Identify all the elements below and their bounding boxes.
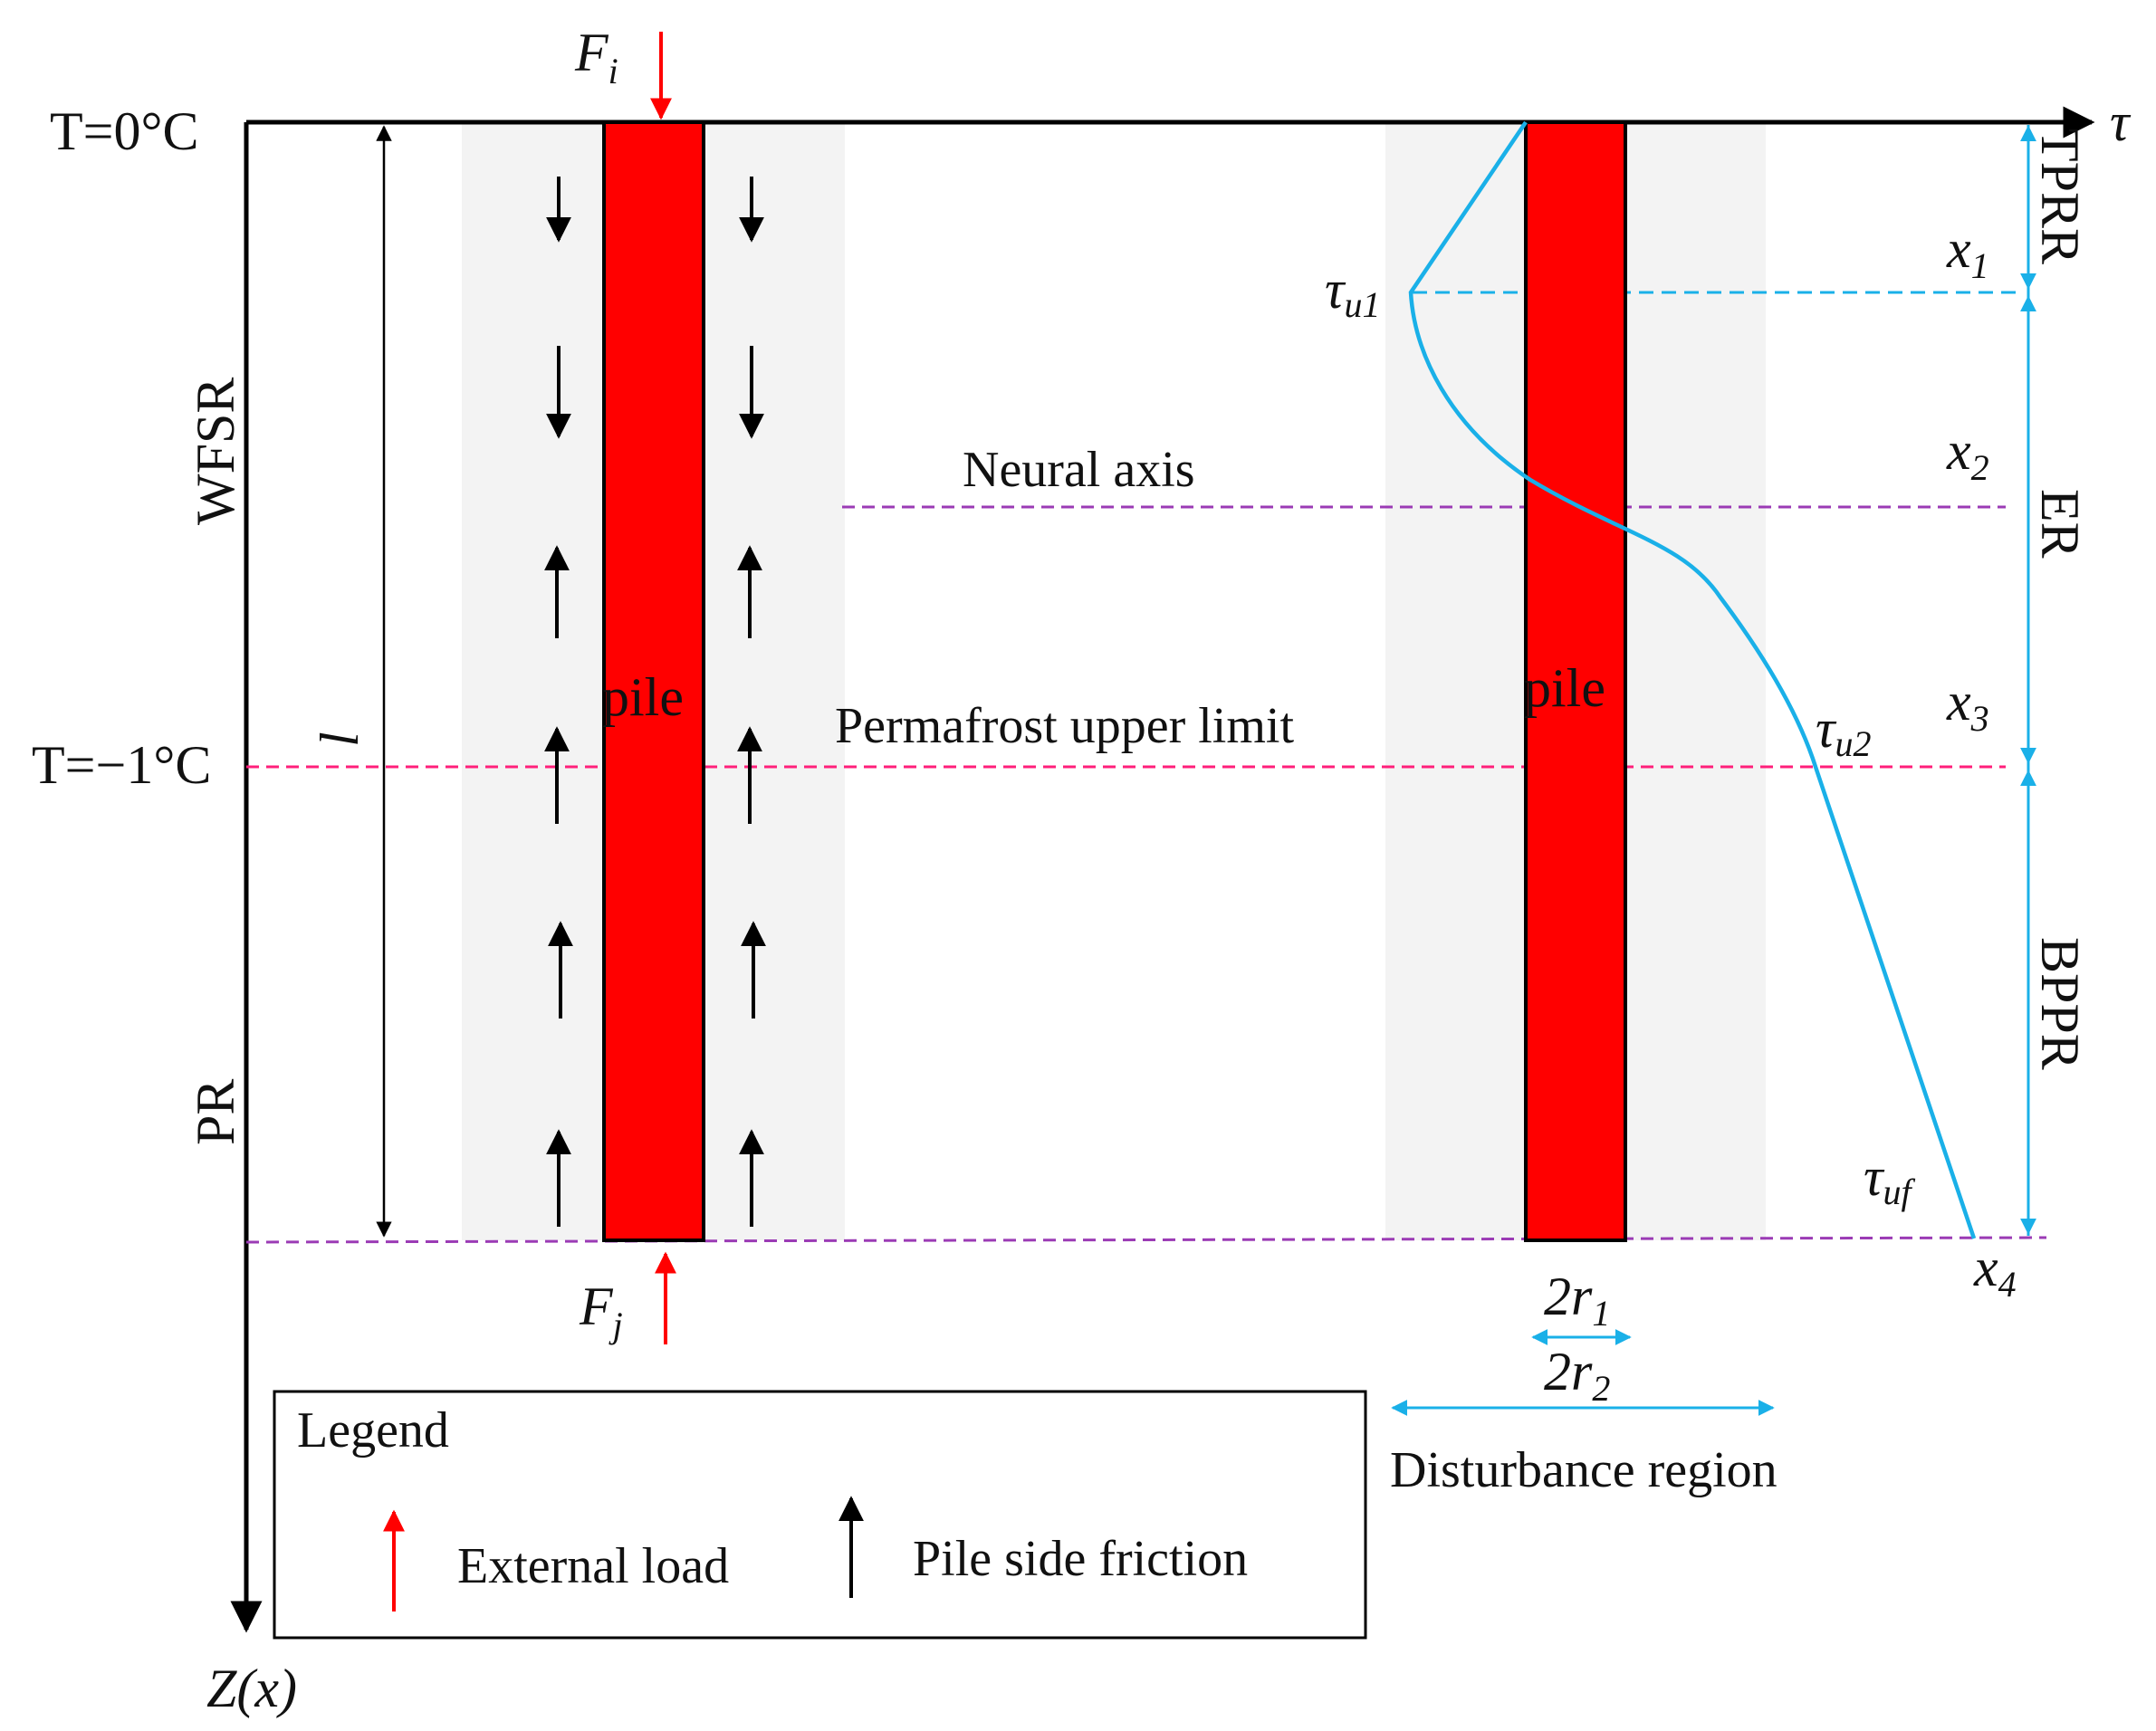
label-x4: x4 — [1973, 1238, 2017, 1305]
label-er: ER — [2030, 489, 2090, 559]
label-tau-uf: τuf — [1864, 1147, 1915, 1212]
label-pr: PR — [186, 1079, 245, 1145]
label-tm1: T=−1°C — [32, 735, 211, 795]
label-t0: T=0°C — [50, 101, 199, 161]
label-pile-right: pile — [1524, 658, 1605, 718]
pile-right — [1524, 120, 1627, 1242]
tau-axis-label: τ — [2110, 92, 2132, 152]
pile-left — [602, 120, 705, 1242]
legend-title: Legend — [297, 1402, 449, 1458]
label-bppr: BPPR — [2030, 937, 2090, 1070]
label-pile-left: pile — [602, 667, 684, 727]
label-x3: x3 — [1946, 672, 1989, 739]
disturbance-band-left-outer — [462, 122, 602, 1240]
z-axis-label: Z(x) — [206, 1659, 297, 1718]
label-permafrost-upper-limit: Permafrost upper limit — [835, 698, 1294, 754]
label-fi: Fi — [574, 23, 618, 91]
label-tau-u1: τu1 — [1325, 260, 1380, 325]
label-neutral-axis: Neural axis — [963, 442, 1195, 498]
disturbance-band-left-inner — [704, 122, 845, 1240]
disturbance-band-right-inner — [1625, 122, 1766, 1240]
label-fj: Fj — [579, 1277, 623, 1345]
label-tau-u2: τu2 — [1816, 699, 1871, 764]
label-2r2: 2r2 — [1544, 1342, 1610, 1409]
label-pile-length: l — [310, 732, 369, 747]
label-x1: x1 — [1946, 219, 1989, 286]
label-wfsr: WFSR — [186, 378, 245, 525]
legend-external-load-label: External load — [457, 1538, 729, 1594]
shear-stress-curve — [1408, 120, 1977, 1239]
label-2r1: 2r1 — [1544, 1267, 1610, 1334]
pile-bottom-dashed-line — [245, 1236, 2047, 1244]
label-tprr: TPRR — [2030, 129, 2090, 264]
legend-friction-label: Pile side friction — [913, 1531, 1248, 1587]
label-disturbance-region: Disturbance region — [1390, 1442, 1778, 1498]
label-x2: x2 — [1946, 421, 1989, 488]
disturbance-band-right-outer — [1385, 122, 1526, 1240]
legend-box — [273, 1390, 1367, 1640]
